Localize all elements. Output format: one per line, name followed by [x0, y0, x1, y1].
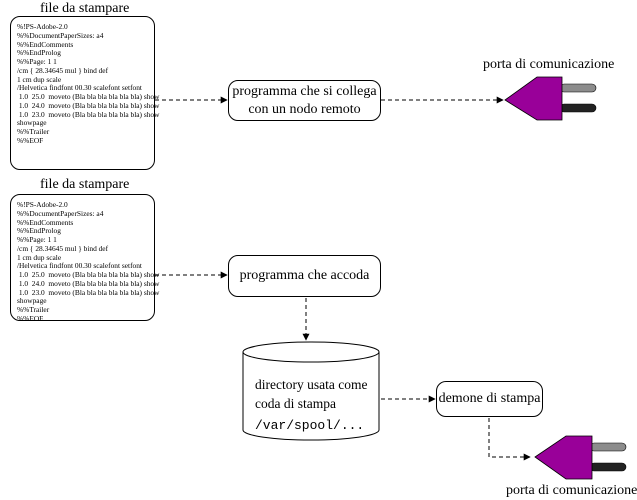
- remote-program-box: programma che si collega con un nodo remo…: [228, 80, 381, 121]
- plug-icon-bottom: [534, 435, 627, 480]
- queue-label-line2: coda di stampa: [255, 396, 336, 411]
- top-postscript-document: %!PS-Adobe-2.0%%DocumentPaperSizes: a4%%…: [10, 16, 159, 170]
- remote-program-label-line2: con un nodo remoto: [248, 101, 361, 117]
- doc-line: %%EOF: [17, 313, 44, 323]
- doc-line: 1.0 25.0 moveto (Bla bla bla bla bla bla…: [17, 92, 160, 101]
- queue-label-line1: directory usata come: [255, 377, 368, 392]
- queue-label: directory usata come coda di stampa /var…: [255, 375, 367, 435]
- doc-line: %!PS-Adobe-2.0: [17, 22, 68, 31]
- doc-line: showpage: [17, 118, 47, 128]
- doc-line: 1.0 24.0 moveto (Bla bla bla bla bla bla…: [17, 278, 160, 288]
- bottom-doc-lines: %!PS-Adobe-2.0%%DocumentPaperSizes: a4%%…: [17, 200, 160, 324]
- doc-line: /cm { 28.34645 mul } bind def: [17, 65, 109, 75]
- doc-line: %%EndComments: [17, 217, 74, 227]
- doc-line: %%EndComments: [17, 39, 74, 49]
- bottom-postscript-document: %!PS-Adobe-2.0%%DocumentPaperSizes: a4%%…: [10, 194, 159, 323]
- doc-line: 1.0 23.0 moveto (Bla bla bla bla bla bla…: [17, 287, 160, 297]
- doc-line: /Helvetica findfont 00.30 scalefont setf…: [17, 83, 142, 93]
- top-port-label: porta di comunicazione: [483, 57, 615, 72]
- doc-line: 1 cm dup scale: [17, 74, 62, 84]
- doc-line: showpage: [17, 296, 47, 306]
- plug-icon-top: [504, 76, 597, 121]
- spooler-program-box: programma che accoda: [228, 255, 381, 297]
- queue-cylinder: [242, 341, 380, 441]
- doc-line: %%DocumentPaperSizes: a4: [17, 208, 104, 218]
- doc-line: 1 cm dup scale: [17, 252, 62, 262]
- bottom-port-label: porta di comunicazione: [506, 483, 637, 498]
- arrow-daemon-to-port: [488, 418, 531, 461]
- doc-line: %%DocumentPaperSizes: a4: [17, 30, 104, 40]
- doc-line: 1.0 23.0 moveto (Bla bla bla bla bla bla…: [17, 109, 160, 119]
- doc-line: %%EOF: [17, 135, 44, 145]
- doc-line: %%Page: 1 1: [17, 235, 57, 244]
- doc-line: /cm { 28.34645 mul } bind def: [17, 243, 109, 253]
- remote-program-label-line1: programma che si collega: [232, 83, 377, 99]
- doc-line: %%Trailer: [17, 305, 50, 314]
- doc-line: %%EndProlog: [17, 48, 61, 58]
- doc-line: %%Page: 1 1: [17, 57, 57, 66]
- queue-path: /var/spool/...: [255, 418, 365, 433]
- doc-line: %%EndProlog: [17, 226, 61, 236]
- doc-line: 1.0 25.0 moveto (Bla bla bla bla bla bla…: [17, 270, 160, 279]
- bottom-doc-title: file da stampare: [40, 177, 130, 192]
- top-doc-title: file da stampare: [40, 1, 130, 16]
- doc-line: /Helvetica findfont 00.30 scalefont setf…: [17, 261, 142, 271]
- print-daemon-box: demone di stampa: [436, 381, 543, 417]
- doc-line: %%Trailer: [17, 127, 50, 136]
- top-doc-lines: %!PS-Adobe-2.0%%DocumentPaperSizes: a4%%…: [17, 22, 160, 146]
- doc-line: %!PS-Adobe-2.0: [17, 200, 68, 209]
- print-daemon-label: demone di stampa: [438, 391, 541, 406]
- spooler-program-label: programma che accoda: [239, 268, 370, 283]
- doc-line: 1.0 24.0 moveto (Bla bla bla bla bla bla…: [17, 100, 160, 110]
